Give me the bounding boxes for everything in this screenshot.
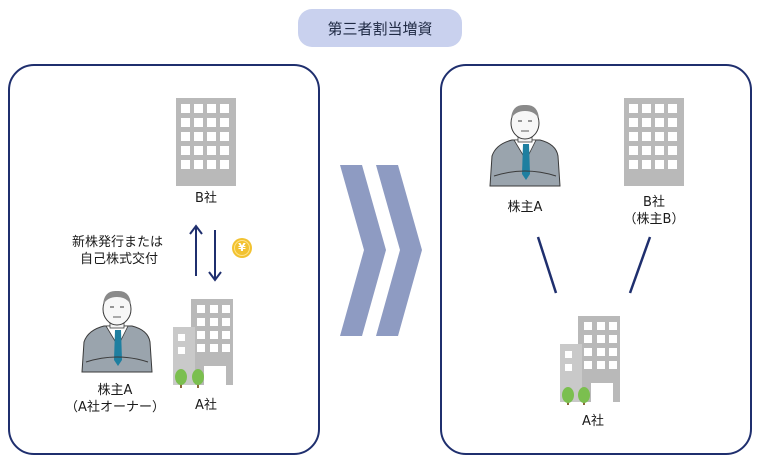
company-a-label: A社 [582,414,604,429]
shareholder-a-figure-icon [489,104,561,187]
diagram-title: 第三者割当増資 [298,9,462,47]
payment-down-arrow [208,230,222,282]
transition-chevron-icon [340,165,422,336]
building-b-icon [176,98,236,186]
transaction-label-line2: 自己株式交付 [80,252,159,267]
ownership-line-shareholder-b [628,236,652,294]
ownership-line-shareholder-a [536,236,558,294]
company-a-label: A社 [195,398,217,413]
company-b-label: B社 [643,195,665,210]
building-a-icon [560,316,620,405]
company-b-label: B社 [195,191,217,206]
share-issuance-up-arrow [189,224,203,276]
yen-coin-icon [232,238,252,258]
shareholder-b-label: （株主B） [623,212,685,227]
shareholder-a-figure-icon [81,290,153,373]
shareholder-a-owner-label: （A社オーナー） [65,400,165,415]
building-b-icon [624,98,684,186]
before-panel [8,64,320,455]
shareholder-a-label: 株主A [97,383,133,398]
shareholder-a-label: 株主A [507,200,543,215]
building-a-icon [173,299,233,388]
yen-symbol: ¥ [238,241,246,254]
transaction-label-line1: 新株発行または [72,235,164,250]
